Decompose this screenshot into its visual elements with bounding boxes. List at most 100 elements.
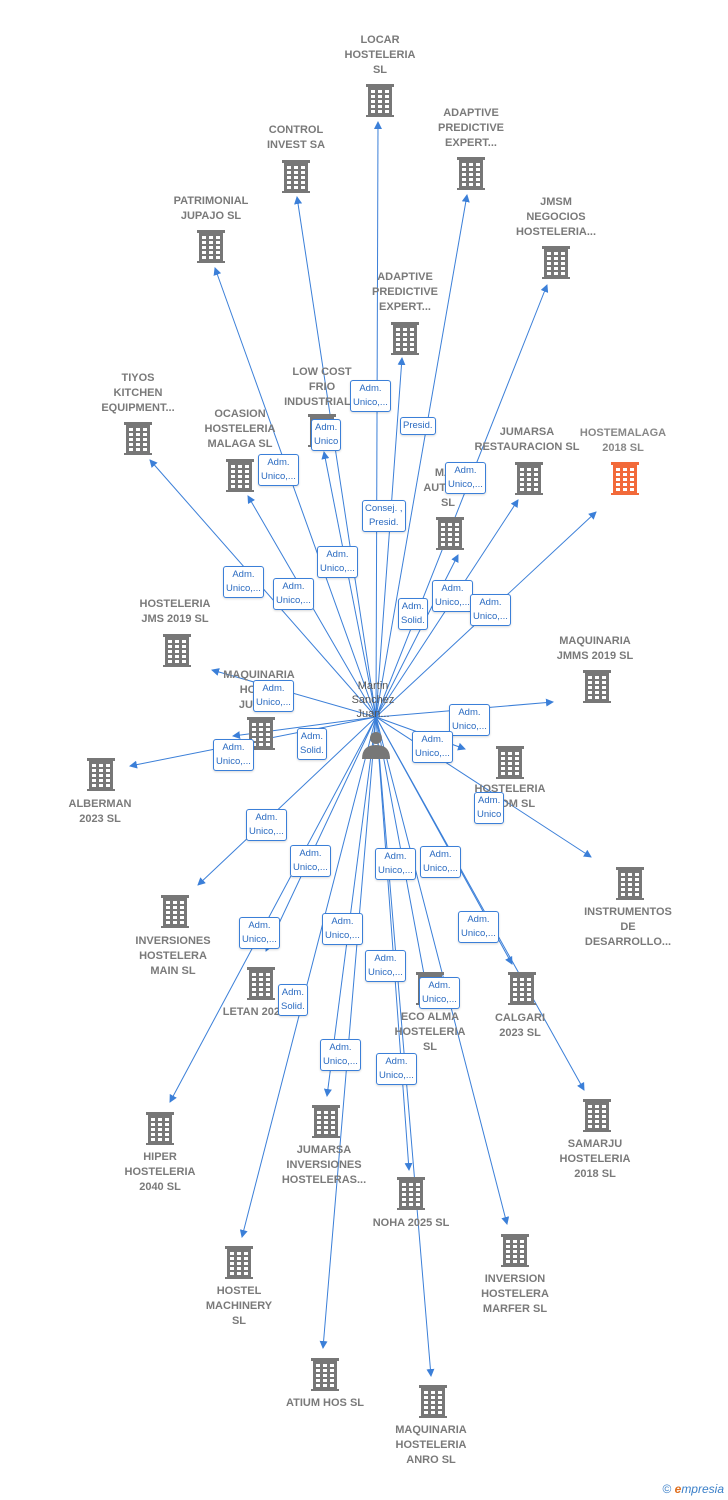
relationship-edge: [375, 716, 413, 1171]
building-icon[interactable]: [124, 422, 152, 455]
relationship-edge: [373, 121, 382, 718]
company-node-label[interactable]: CONTROL INVEST SA: [266, 124, 326, 151]
company-node-label[interactable]: HOSTELERIA J...OM SL: [474, 783, 546, 810]
edge-role-label: Adm. Unico,...: [258, 454, 299, 486]
edge-role-label: Adm. Unico,...: [246, 809, 287, 841]
relationship-edge: [323, 716, 377, 1097]
building-icon[interactable]: [397, 1177, 425, 1210]
company-node-label[interactable]: ADAPTIVE PREDICTIVE EXPERT...: [437, 107, 504, 149]
edge-role-label: Adm. Unico,...: [290, 845, 331, 877]
company-node-label[interactable]: JUMARSA INVERSIONES HOSTELERAS...: [281, 1144, 367, 1186]
building-icon[interactable]: [419, 1385, 447, 1418]
building-icon[interactable]: [457, 157, 485, 190]
relationship-edge: [375, 716, 585, 1091]
edge-role-label: Consej. , Presid.: [362, 500, 406, 532]
company-node-label[interactable]: PATRIMONIAL JUPAJO SL: [173, 195, 249, 222]
edge-role-label: Adm. Unico,...: [320, 1039, 361, 1071]
company-node-label[interactable]: HIPER HOSTELERIA 2040 SL: [124, 1151, 196, 1193]
building-icon[interactable]: [366, 84, 394, 117]
building-icon[interactable]: [616, 867, 644, 900]
building-icon[interactable]: [226, 459, 254, 492]
edge-role-label: Adm. Solid.: [297, 728, 327, 760]
building-icon[interactable]: [508, 972, 536, 1005]
company-node-label[interactable]: MAQUINARIA HOSTELERIA ANRO SL: [395, 1424, 467, 1466]
relationship-edge: [321, 451, 377, 718]
edge-role-label: Adm. Unico,...: [432, 580, 473, 612]
center-person-label[interactable]: Martin Sanchez Juan...: [351, 680, 395, 720]
relationship-edge: [375, 716, 435, 1377]
relationship-edge: [265, 716, 377, 952]
company-node-label[interactable]: CALGARI 2023 SL: [494, 1012, 546, 1039]
building-icon[interactable]: [436, 517, 464, 550]
company-node-label[interactable]: JMSM NEGOCIOS HOSTELERIA...: [515, 196, 597, 238]
relationship-edge: [169, 716, 377, 1103]
relationship-edge: [375, 194, 470, 718]
company-node-label[interactable]: HOSTEMALAGA 2018 SL: [579, 427, 667, 454]
brand-name: mpresia: [681, 1482, 724, 1496]
building-icon[interactable]: [542, 246, 570, 279]
relationship-edge: [213, 267, 377, 718]
company-node-label[interactable]: HOSTELERIA JMS 2019 SL: [139, 598, 211, 625]
company-node-label[interactable]: LETAN 2020...: [222, 1006, 296, 1018]
company-node-label[interactable]: ADAPTIVE PREDICTIVE EXPERT...: [371, 271, 438, 313]
building-icon[interactable]: [146, 1112, 174, 1145]
building-icon[interactable]: [225, 1246, 253, 1279]
building-icon[interactable]: [282, 160, 310, 193]
edge-role-label: Adm. Unico: [311, 419, 342, 451]
building-icon[interactable]: [391, 322, 419, 355]
edge-role-label: Adm. Unico,...: [445, 462, 486, 494]
building-icon[interactable]: [583, 1099, 611, 1132]
person-icon[interactable]: [362, 732, 390, 759]
building-icon[interactable]: [197, 230, 225, 263]
empresia-watermark: © empresia: [662, 1482, 724, 1496]
company-node-label[interactable]: SAMARJU HOSTELERIA 2018 SL: [559, 1138, 631, 1180]
relationship-edge: [294, 196, 377, 718]
company-node-label[interactable]: ATIUM HOS SL: [285, 1397, 364, 1409]
edge-role-label: Adm. Unico,...: [449, 704, 490, 736]
edge-role-label: Adm. Unico,...: [322, 913, 363, 945]
edge-role-label: Adm. Solid.: [398, 598, 428, 630]
building-icon[interactable]: [501, 1234, 529, 1267]
relationship-edge: [375, 357, 406, 718]
company-node-label[interactable]: LOCAR HOSTELERIA SL: [344, 34, 416, 76]
edge-role-label: Adm. Unico: [474, 792, 505, 824]
relationship-edge: [375, 716, 510, 1225]
edge-role-label: Adm. Unico,...: [412, 731, 453, 763]
edge-role-label: Adm. Unico,...: [273, 578, 314, 610]
company-node-label[interactable]: NOHA 2025 SL: [372, 1217, 450, 1229]
building-icon[interactable]: [161, 895, 189, 928]
edge-role-label: Adm. Unico,...: [470, 594, 511, 626]
company-node-label[interactable]: OCASION HOSTELERIA MALAGA SL: [204, 408, 276, 450]
company-node-label[interactable]: JUMARSA RESTAURACION SL: [474, 426, 580, 453]
edge-role-label: Adm. Unico,...: [213, 739, 254, 771]
building-icon[interactable]: [163, 634, 191, 667]
relationship-edge: [197, 716, 377, 886]
relationship-edge: [239, 716, 377, 1238]
building-icon[interactable]: [87, 758, 115, 791]
building-icon[interactable]: [611, 462, 639, 495]
company-node-label[interactable]: MAQUINARIA JMMS 2019 SL: [556, 635, 634, 662]
company-node-label[interactable]: HOSTEL MACHINERY SL: [205, 1285, 273, 1327]
edge-role-label: Adm. Unico,...: [420, 846, 461, 878]
company-node-label[interactable]: INVERSIONES HOSTELERA MAIN SL: [135, 935, 211, 977]
building-icon[interactable]: [496, 746, 524, 779]
building-icon[interactable]: [247, 967, 275, 1000]
company-node-label[interactable]: ALBERMAN 2023 SL: [68, 798, 132, 825]
company-node-label[interactable]: TIYOS KITCHEN EQUIPMENT...: [101, 372, 175, 414]
company-node-label[interactable]: INVERSION HOSTELERA MARFER SL: [481, 1273, 549, 1315]
edge-role-label: Adm. Unico,...: [375, 848, 416, 880]
building-icon[interactable]: [311, 1358, 339, 1391]
building-icon[interactable]: [515, 462, 543, 495]
building-icon[interactable]: [312, 1105, 340, 1138]
edge-role-label: Adm. Unico,...: [458, 911, 499, 943]
edge-role-label: Adm. Unico,...: [376, 1053, 417, 1085]
company-node-label[interactable]: INSTRUMENTOS DE DESARROLLO...: [584, 906, 672, 948]
building-icon[interactable]: [583, 670, 611, 703]
relationship-edge: [319, 716, 377, 1349]
edge-role-label: Adm. Unico,...: [317, 546, 358, 578]
company-node-label[interactable]: ECO ALMA HOSTELERIA SL: [394, 1011, 466, 1053]
copyright-symbol: ©: [662, 1482, 672, 1496]
company-node-label[interactable]: LOW COST FRIO INDUSTRIAL...: [284, 366, 360, 408]
edge-role-label: Adm. Unico,...: [419, 977, 460, 1009]
